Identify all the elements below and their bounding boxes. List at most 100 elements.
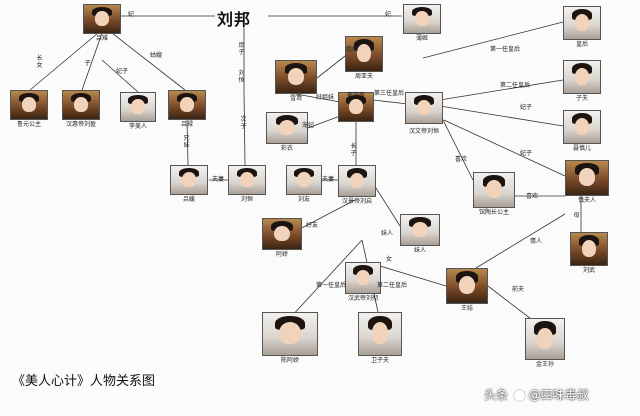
character-portrait (262, 218, 302, 250)
edge-label: 妃子 (520, 104, 533, 111)
character-portrait (275, 60, 317, 94)
character-portrait (563, 6, 601, 40)
character-portrait (266, 112, 308, 144)
character-portrait (403, 4, 441, 34)
edge-line (379, 265, 447, 287)
character-name: 慎夫人 (577, 197, 596, 204)
character-portrait (345, 262, 381, 294)
character-name: 李美人 (128, 123, 147, 130)
edge-label: 母 (573, 212, 580, 219)
portrait-face (349, 99, 363, 114)
character-portrait (565, 160, 609, 196)
character-portrait (286, 165, 322, 195)
portrait-face (274, 225, 290, 242)
edge-line (111, 32, 186, 91)
edge-line (443, 119, 566, 177)
character-portrait (570, 232, 608, 266)
character-portrait (120, 92, 156, 122)
edge-label: 妃 (128, 11, 135, 18)
edge-line (487, 285, 536, 323)
edge-line (372, 99, 409, 105)
character-portrait (446, 268, 488, 304)
edge-line (243, 89, 246, 166)
character-name: 窦漪房 (346, 92, 365, 99)
portrait-face (537, 327, 553, 349)
portrait-face (349, 172, 365, 189)
character-portrait (563, 110, 601, 144)
character-portrait (262, 312, 318, 356)
edge-label: 长女 (36, 55, 43, 69)
diagram-caption: 《美人心计》人物关系图 (12, 374, 156, 389)
edge-label: 庶子 (238, 42, 245, 56)
character-name: 阿娇 (275, 251, 288, 258)
edge-line (295, 93, 341, 103)
character-portrait (345, 36, 383, 72)
portrait-face (239, 172, 255, 187)
edge-line (439, 105, 564, 127)
character-portrait (228, 165, 266, 195)
edge-label: 喜欢 (526, 193, 539, 200)
edge-label: 姑嫂 (150, 52, 163, 59)
portrait-face (356, 269, 370, 286)
edge-line (439, 79, 564, 101)
portrait-face (459, 276, 475, 295)
character-portrait (405, 92, 443, 124)
edge-label: 好姐妹 (316, 94, 335, 101)
edge-label: 宠妃 (302, 122, 315, 129)
portrait-face (179, 97, 195, 112)
character-name: 汉惠帝刘盈 (65, 121, 96, 128)
character-name: 刘友 (297, 196, 310, 203)
character-name: 馆陶长公主 (478, 209, 509, 216)
character-name: 刘武 (582, 267, 595, 274)
edge-label: 前夫 (512, 286, 525, 293)
edge-line (289, 239, 363, 319)
edge-label: 第一任皇后 (316, 282, 347, 289)
character-name: 金王孙 (535, 361, 554, 368)
character-name: 汉景帝刘启 (341, 198, 372, 205)
portrait-face (371, 322, 389, 345)
portrait-face (416, 99, 432, 116)
watermark: 头条 @四味毒叔 (484, 386, 589, 403)
edge-line (307, 115, 341, 129)
portrait-face (181, 172, 197, 187)
edge-line (422, 21, 564, 59)
character-portrait (62, 90, 100, 120)
edge-label: 子 (84, 60, 91, 67)
edge-label: 妃 (385, 11, 392, 18)
character-name: 陈阿娇 (280, 357, 299, 364)
character-portrait (338, 165, 376, 197)
watermark-prefix: 头条 (484, 388, 509, 402)
portrait-face (486, 180, 502, 199)
edge-label: 女 (386, 256, 393, 263)
edge-line (440, 115, 474, 181)
edge-line (375, 187, 401, 227)
edge-label: 夫妻 (212, 176, 225, 183)
edge-line (293, 199, 356, 233)
edge-label: 第一任皇后 (490, 46, 521, 53)
toutiao-logo-icon (513, 390, 525, 401)
character-portrait (338, 92, 374, 122)
character-name: 鲁元公主 (16, 121, 41, 128)
character-portrait (400, 214, 440, 246)
character-name: 刘恒 (240, 196, 253, 203)
character-name: 王娡 (460, 305, 473, 312)
character-portrait (168, 90, 206, 120)
edge-line (475, 213, 566, 269)
character-portrait (358, 312, 402, 356)
portrait-face (581, 240, 597, 257)
edge-label: 姐妹 (346, 46, 359, 53)
portrait-face (574, 14, 590, 31)
portrait-face (21, 97, 37, 112)
character-name: 吕禄 (180, 121, 193, 128)
central-figure-title: 刘邦 (217, 10, 252, 29)
character-name: 吕雉 (95, 35, 108, 42)
edge-line (101, 59, 139, 93)
character-portrait (563, 60, 601, 94)
edge-label: 喜欢 (455, 156, 468, 163)
character-name: 周亚夫 (354, 73, 373, 80)
edge-label: 长子 (350, 143, 357, 157)
character-portrait (473, 172, 515, 208)
portrait-face (297, 172, 311, 187)
character-name: 彩衣 (280, 145, 293, 152)
